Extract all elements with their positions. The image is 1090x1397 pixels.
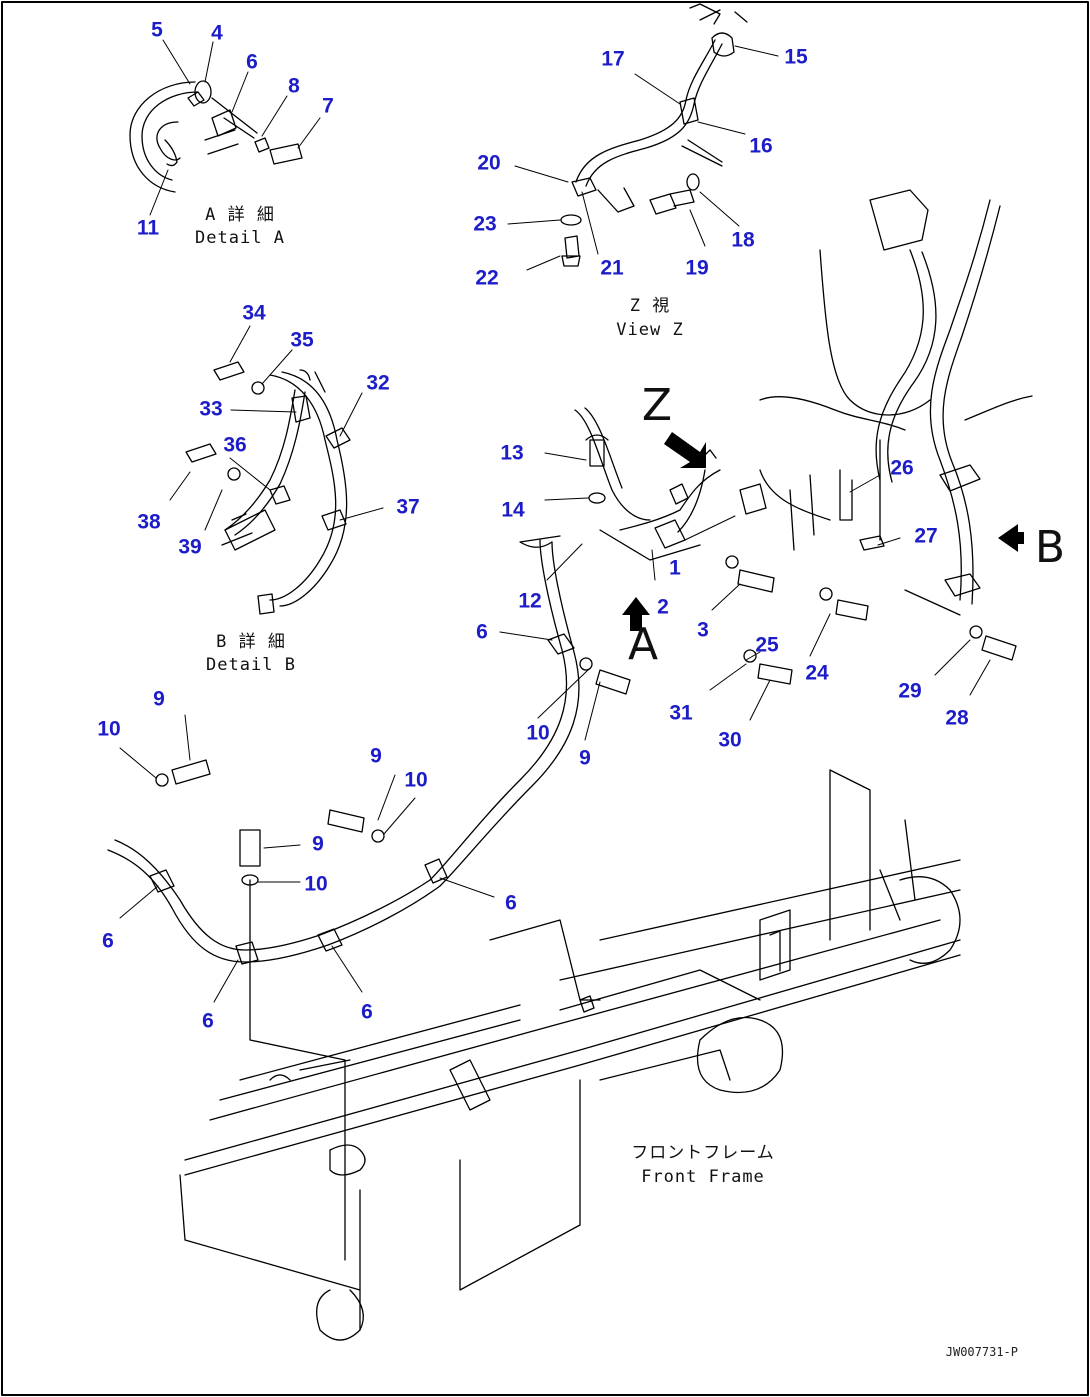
arrow-b-icon <box>998 524 1024 552</box>
view-z-drawing <box>560 3 748 267</box>
callout-10d: 10 <box>304 872 328 896</box>
callout-3: 3 <box>697 618 709 642</box>
callout-15: 15 <box>784 45 808 69</box>
drawing-code: JW007731-P <box>945 1345 1018 1359</box>
arrow-a-icon <box>622 597 650 631</box>
callout-8: 8 <box>288 74 300 98</box>
callout-9c: 9 <box>370 744 382 768</box>
view-marker-z: Z <box>641 380 673 431</box>
callout-17: 17 <box>601 47 625 71</box>
callout-25: 25 <box>755 633 779 657</box>
callout-29: 29 <box>898 679 922 703</box>
detail-b-caption-jp: B 詳 細 <box>216 632 286 652</box>
view-z-caption-en: View Z <box>616 320 684 340</box>
callout-9: 9 <box>579 746 591 770</box>
callout-7: 7 <box>322 94 334 118</box>
callout-9d: 9 <box>312 832 324 856</box>
front-frame-drawing <box>179 769 961 1341</box>
callout-36: 36 <box>223 433 247 457</box>
callout-31: 31 <box>669 701 693 725</box>
callout-10c: 10 <box>404 768 428 792</box>
callout-2: 2 <box>657 595 669 619</box>
callout-33: 33 <box>199 397 223 421</box>
callout-12: 12 <box>518 589 542 613</box>
callout-6: 6 <box>246 50 258 74</box>
callout-32: 32 <box>366 371 390 395</box>
callout-14: 14 <box>501 498 525 522</box>
callout-10: 10 <box>526 721 550 745</box>
callout-39: 39 <box>178 535 202 559</box>
callout-4: 4 <box>211 21 223 45</box>
callout-11: 11 <box>136 216 160 240</box>
callout-1: 1 <box>669 556 681 580</box>
view-arrows <box>622 432 1024 631</box>
callout-22: 22 <box>475 266 499 290</box>
callout-20: 20 <box>477 151 501 175</box>
callout-34: 34 <box>242 301 266 325</box>
callout-28: 28 <box>945 706 969 730</box>
callout-6b: 6 <box>476 620 488 644</box>
callout-6c: 6 <box>505 891 517 915</box>
callout-37: 37 <box>396 495 420 519</box>
view-marker-b: B <box>1034 522 1066 573</box>
view-z-caption-jp: Z 視 <box>629 296 671 316</box>
callout-6f: 6 <box>361 1000 373 1024</box>
callout-19: 19 <box>685 256 709 280</box>
front-frame-caption-en: Front Frame <box>641 1167 765 1187</box>
detail-b-caption-en: Detail B <box>206 655 296 675</box>
callout-35: 35 <box>290 328 314 352</box>
detail-a-drawing <box>129 80 303 193</box>
arrow-z-icon <box>664 432 706 468</box>
main-harness-drawing <box>107 189 1033 1261</box>
callout-30: 30 <box>718 728 742 752</box>
detail-b-drawing <box>185 361 351 615</box>
callout-6e: 6 <box>202 1009 214 1033</box>
front-frame-caption-jp: フロントフレーム <box>631 1143 775 1163</box>
callout-18: 18 <box>731 228 755 252</box>
callout-9b: 9 <box>153 687 165 711</box>
callout-16: 16 <box>749 134 773 158</box>
callout-27: 27 <box>914 524 938 548</box>
callout-23: 23 <box>473 212 497 236</box>
detail-a-caption-jp: A 詳 細 <box>205 205 275 225</box>
callout-21: 21 <box>600 256 624 280</box>
callout-13: 13 <box>500 441 524 465</box>
callout-24: 24 <box>805 661 829 685</box>
view-marker-a: A <box>627 619 659 670</box>
callout-10b: 10 <box>97 717 121 741</box>
callout-6d: 6 <box>102 929 114 953</box>
leader-lines <box>119 39 991 1003</box>
callout-38: 38 <box>137 510 161 534</box>
callout-5: 5 <box>151 18 163 42</box>
callout-26: 26 <box>890 456 914 480</box>
detail-a-caption-en: Detail A <box>195 228 285 248</box>
